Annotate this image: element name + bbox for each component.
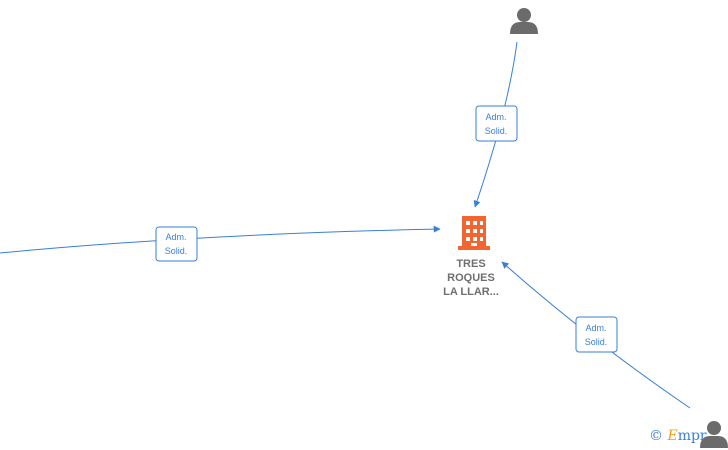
building-icon bbox=[458, 216, 490, 250]
person-icon bbox=[700, 421, 728, 448]
relation-label-line2: Solid. bbox=[485, 126, 508, 136]
person-node-bottom-right[interactable] bbox=[700, 421, 728, 448]
relation-label-line2: Solid. bbox=[165, 246, 188, 256]
relation-label-line1: Adm. bbox=[165, 232, 186, 242]
relation-label-line1: Adm. bbox=[585, 323, 606, 333]
person-icon bbox=[510, 8, 538, 34]
brand-logo-letter: E bbox=[667, 428, 678, 444]
watermark: © Empr bbox=[649, 428, 707, 444]
company-name[interactable]: TRES ROQUES LA LLAR... bbox=[430, 257, 512, 299]
relation-label-line1: Adm. bbox=[485, 112, 506, 122]
company-name-line: TRES bbox=[456, 258, 486, 270]
person-node-top[interactable] bbox=[510, 8, 538, 34]
company-name-line: LA LLAR... bbox=[443, 286, 499, 298]
relation-edge-left[interactable]: Adm. Solid. bbox=[0, 225, 441, 262]
company-node[interactable] bbox=[458, 216, 490, 250]
relation-label-line2: Solid. bbox=[585, 337, 608, 347]
brand-logo-text: mpr bbox=[677, 428, 707, 444]
company-name-line: ROQUES bbox=[447, 272, 495, 284]
relation-edge-top[interactable]: Adm. Solid. bbox=[473, 41, 518, 208]
relation-edge-bottom-right[interactable]: Adm. Solid. bbox=[501, 261, 691, 409]
copyright-symbol: © bbox=[649, 428, 663, 444]
